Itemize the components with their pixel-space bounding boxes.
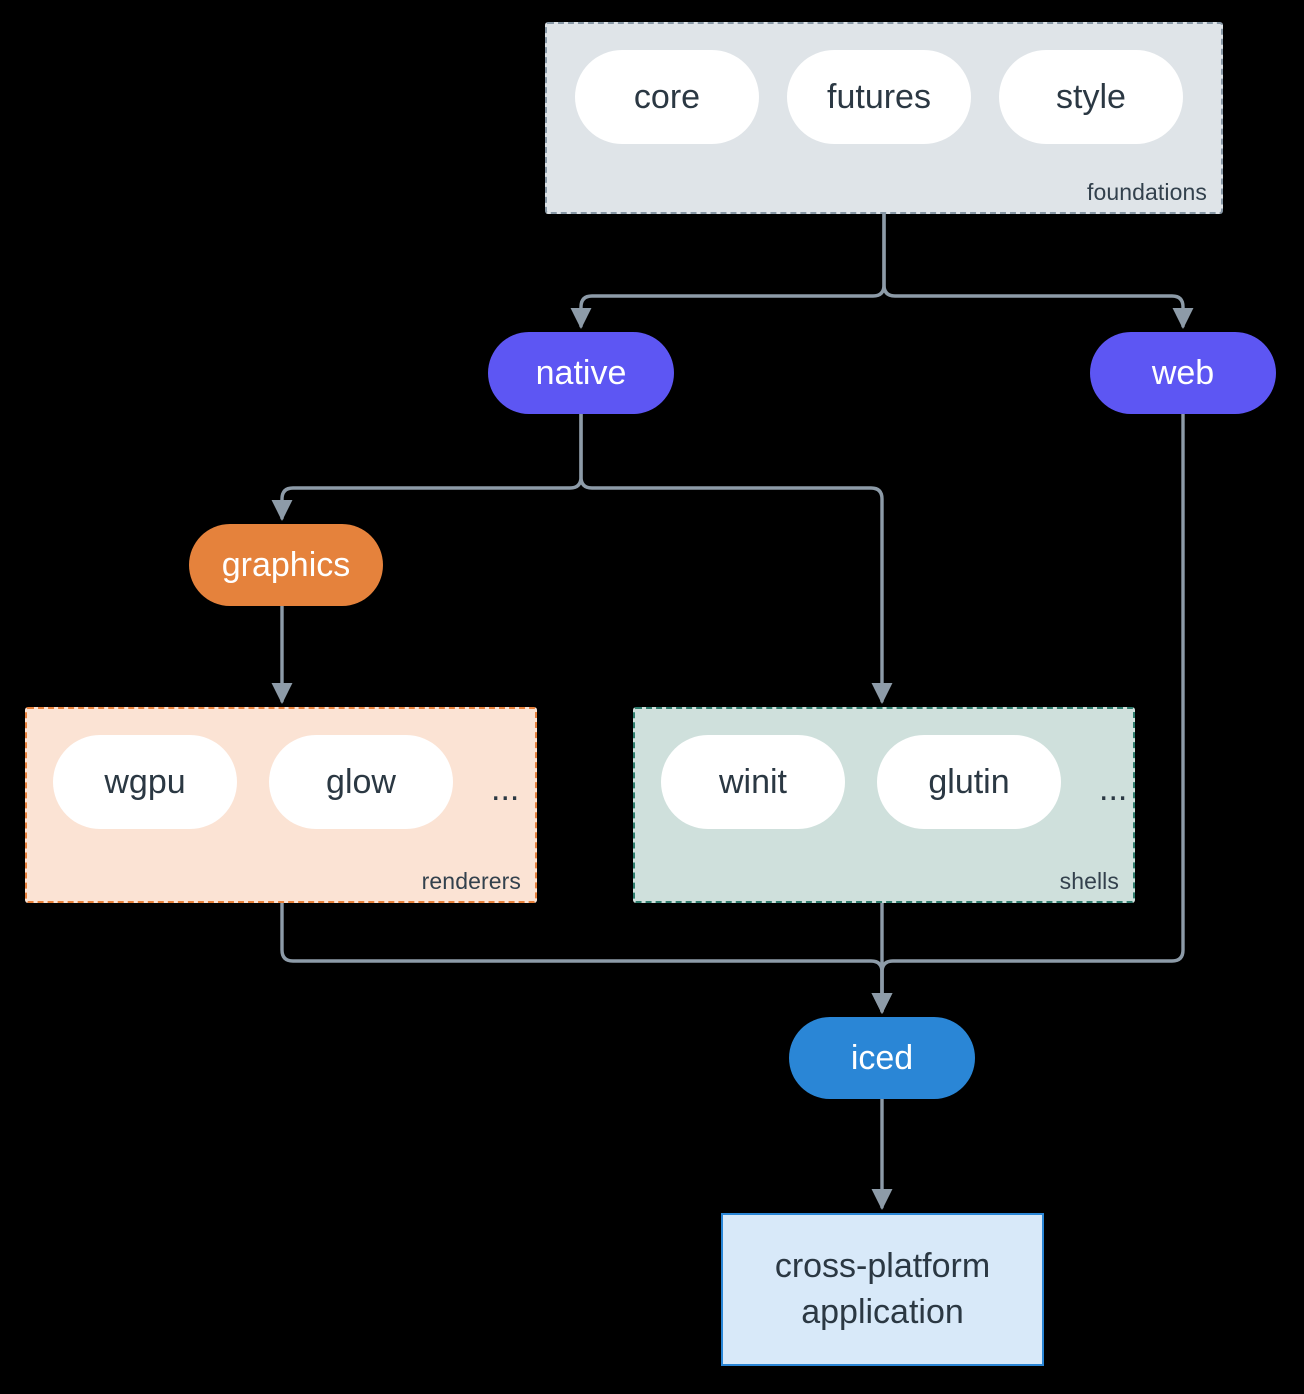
- leaf-core[interactable]: core: [575, 50, 759, 144]
- application-line-2: application: [801, 1292, 964, 1331]
- foundations-items: core futures style: [575, 50, 1183, 144]
- leaf-glow[interactable]: glow: [269, 735, 453, 829]
- edge-foundations-native: [570, 212, 886, 329]
- group-label-shells: shells: [1059, 868, 1119, 894]
- application-line-1: cross-platform: [774, 1246, 991, 1285]
- renderers-items: wgpu glow ...: [53, 735, 525, 829]
- shells-more-ellipsis: ...: [1099, 769, 1128, 808]
- edge-foundations-web: [882, 212, 1194, 329]
- node-native[interactable]: native: [488, 332, 674, 414]
- group-renderers: wgpu glow ... renderers: [25, 707, 537, 903]
- edge-native-graphics: [271, 412, 583, 521]
- edge-native-shells: [579, 412, 893, 704]
- node-graphics[interactable]: graphics: [189, 524, 383, 606]
- leaf-style[interactable]: style: [999, 50, 1183, 144]
- group-shells: winit glutin ... shells: [633, 707, 1135, 903]
- node-iced[interactable]: iced: [789, 1017, 975, 1099]
- shells-items: winit glutin ...: [661, 735, 1133, 829]
- renderers-more-ellipsis: ...: [491, 769, 520, 808]
- group-foundations: core futures style foundations: [545, 22, 1223, 214]
- node-cross-platform-application[interactable]: cross-platform application: [721, 1213, 1044, 1366]
- node-web[interactable]: web: [1090, 332, 1276, 414]
- leaf-wgpu[interactable]: wgpu: [53, 735, 237, 829]
- edge-renderers-iced: [280, 901, 893, 1014]
- group-label-foundations: foundations: [1086, 179, 1207, 205]
- group-label-renderers: renderers: [421, 868, 521, 894]
- leaf-futures[interactable]: futures: [787, 50, 971, 144]
- leaf-glutin[interactable]: glutin: [877, 735, 1061, 829]
- leaf-winit[interactable]: winit: [661, 735, 845, 829]
